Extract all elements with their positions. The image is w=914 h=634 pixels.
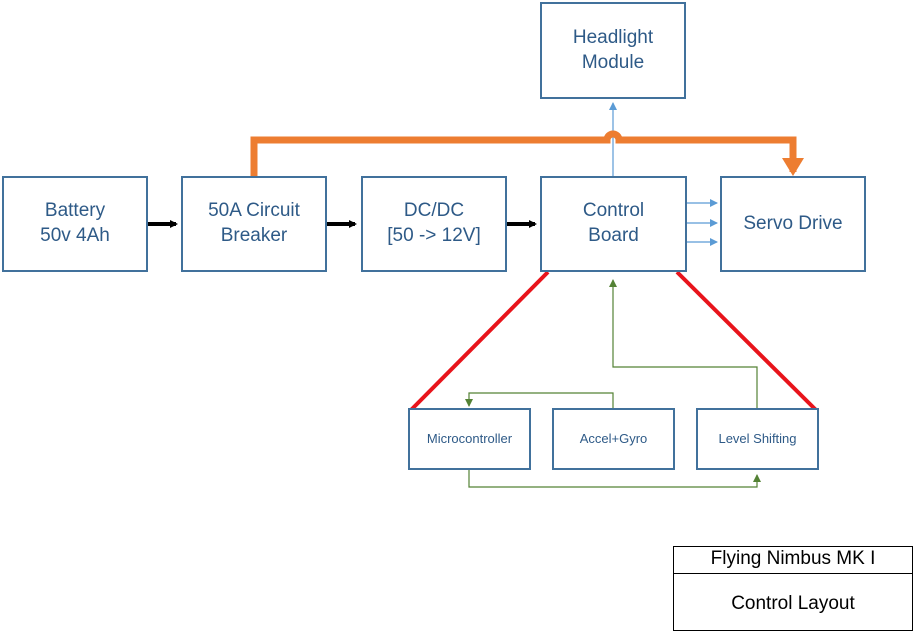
level-shifting-box: Level Shifting bbox=[696, 408, 819, 470]
accel-gyro-label: Accel+Gyro bbox=[579, 430, 648, 446]
breaker-label-2: Breaker bbox=[220, 225, 288, 246]
title-block: Flying Nimbus MK I Control Layout bbox=[673, 546, 913, 631]
project-name: Flying Nimbus MK I bbox=[674, 547, 912, 574]
microcontroller-label: Microcontroller bbox=[426, 430, 513, 446]
control-board-box: Control Board bbox=[540, 176, 687, 272]
breaker-label-1: 50A Circuit bbox=[208, 200, 300, 222]
dcdc-label-2: [50 -> 12V] bbox=[387, 225, 481, 246]
dcdc-label-1: DC/DC bbox=[403, 200, 465, 222]
control-board-label-1: Control bbox=[582, 200, 645, 222]
level-shifting-label: Level Shifting bbox=[718, 430, 797, 446]
microcontroller-box: Microcontroller bbox=[408, 408, 531, 470]
battery-box: Battery 50v 4Ah bbox=[2, 176, 148, 272]
headlight-label-1: Headlight bbox=[572, 26, 654, 48]
control-board-label-2: Board bbox=[588, 225, 639, 246]
signal-level-shifting-to-control bbox=[609, 279, 758, 410]
signal-accel-to-microcontroller bbox=[465, 392, 614, 410]
accel-gyro-box: Accel+Gyro bbox=[552, 408, 675, 470]
breaker-box: 50A Circuit Breaker bbox=[181, 176, 327, 272]
headlight-label-2: Module bbox=[581, 51, 645, 73]
signal-microcontroller-to-level-shifting bbox=[468, 469, 761, 488]
servo-drive-box: Servo Drive bbox=[720, 176, 866, 272]
dcdc-box: DC/DC [50 -> 12V] bbox=[361, 176, 507, 272]
zoom-line-right bbox=[675, 270, 819, 413]
battery-label-2: 50v 4Ah bbox=[40, 225, 110, 246]
headlight-box: Headlight Module bbox=[540, 2, 686, 99]
servo-drive-label: Servo Drive bbox=[743, 212, 843, 234]
battery-label-1: Battery bbox=[44, 200, 106, 222]
zoom-line-left bbox=[408, 270, 550, 413]
sheet-name: Control Layout bbox=[731, 593, 855, 614]
power-bus-breaker-to-servo bbox=[250, 130, 804, 178]
